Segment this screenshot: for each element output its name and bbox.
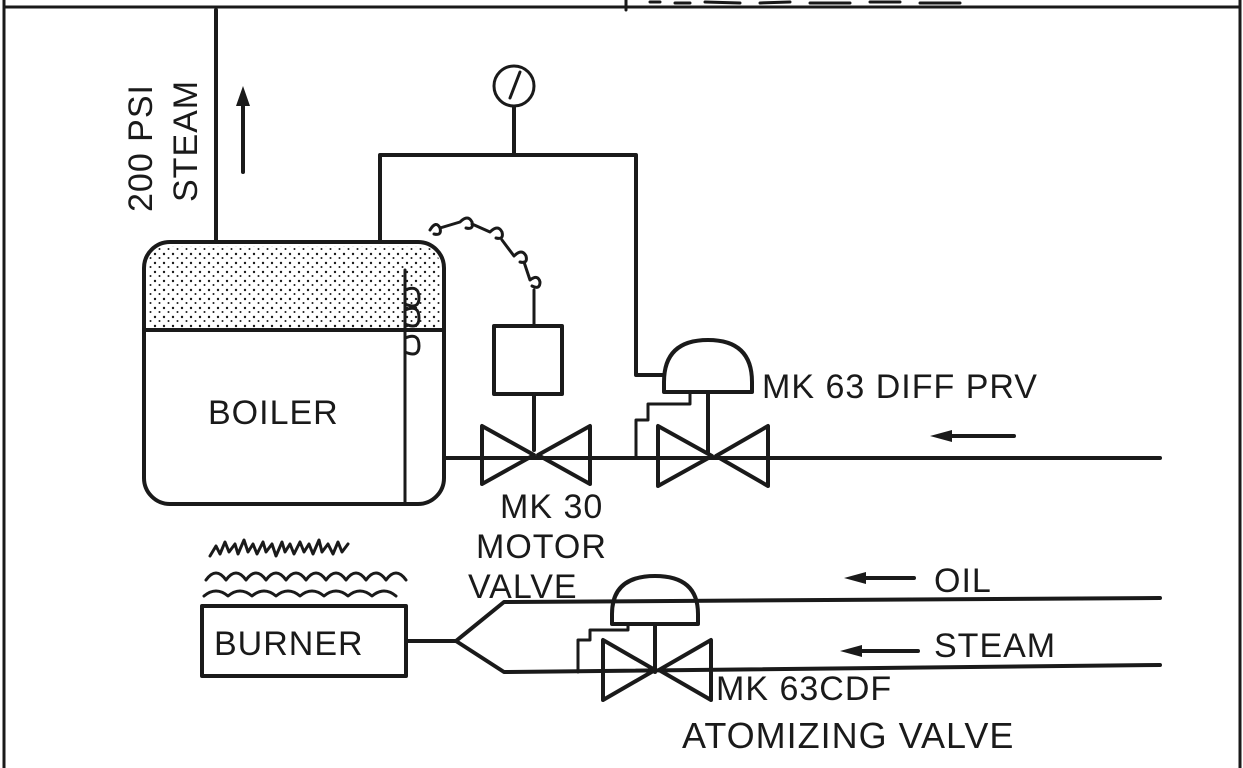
atomizing-valve-label-line1: MK 63CDF <box>716 670 892 708</box>
mk63-diff-prv-body <box>656 424 770 488</box>
atomizing-steam-line <box>454 639 1162 674</box>
coiled-control-wire <box>428 216 542 328</box>
pressure-sensing-line <box>378 153 666 377</box>
mk63-diff-prv-actuator <box>634 338 754 460</box>
flame-icon <box>202 538 408 598</box>
motor-valve-label-line1: MK 30 <box>500 488 603 526</box>
atomizing-steam-flow-arrow <box>840 645 920 657</box>
motor-valve-label-line2: MOTOR <box>476 528 607 566</box>
steam-flow-arrow-up <box>236 86 250 174</box>
burner-label: BURNER <box>214 625 364 663</box>
steam-input-label: STEAM <box>934 627 1056 665</box>
boiler-vessel <box>142 240 446 506</box>
motor-valve-label-line3: VALVE <box>468 568 578 606</box>
pressure-gauge-icon <box>492 64 536 108</box>
oil-label: OIL <box>934 562 992 600</box>
mk30-motor-valve-body <box>480 424 592 486</box>
oil-flow-arrow <box>844 572 916 584</box>
header-cutoff-text <box>648 0 962 5</box>
boiler-label: BOILER <box>208 394 339 432</box>
oil-feed-line <box>454 596 1162 643</box>
steam-output-label-line2: STEAM <box>167 80 205 202</box>
mk63cdf-atomizing-valve-body <box>601 638 713 702</box>
steam-supply-flow-arrow <box>930 430 1016 442</box>
steam-output-label-line1: 200 PSI <box>122 84 160 212</box>
diff-prv-label: MK 63 DIFF PRV <box>762 368 1038 406</box>
motor-actuator <box>492 324 564 396</box>
mk63cdf-atomizing-valve-actuator <box>576 574 700 674</box>
atomizing-valve-label-line2: ATOMIZING VALVE <box>682 715 1014 756</box>
